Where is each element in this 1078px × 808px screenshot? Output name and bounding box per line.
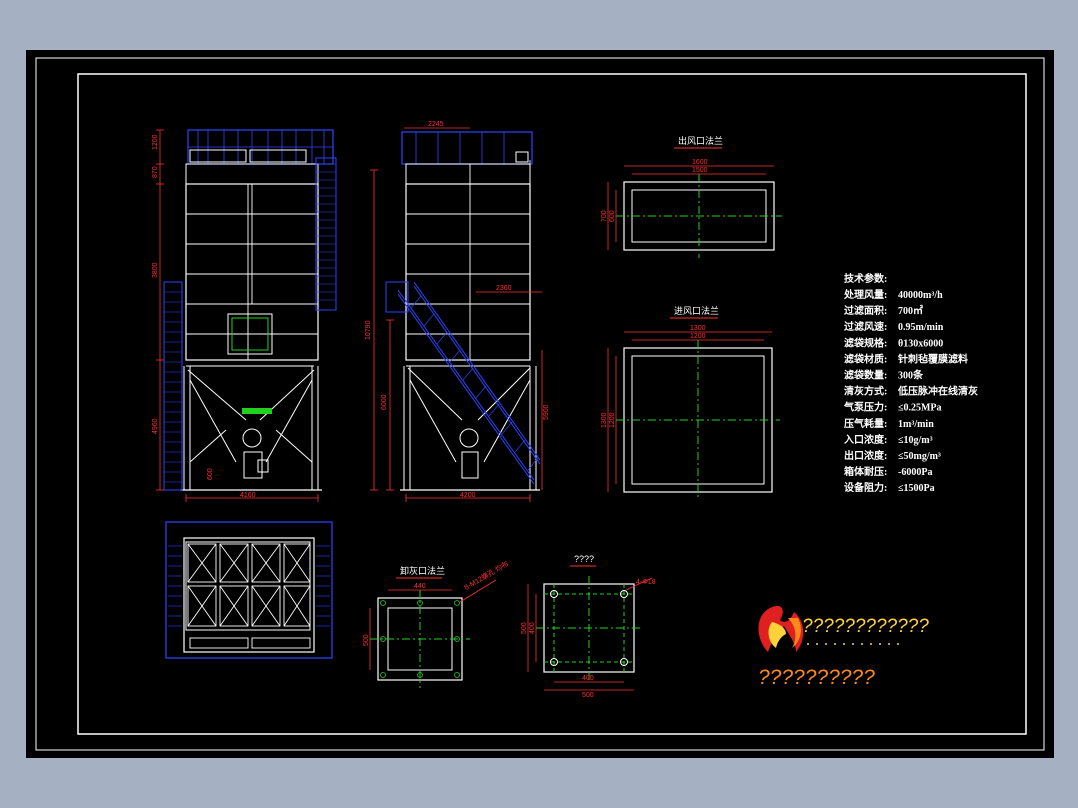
front-elevation: 1200 870 3800 4960 600 4160 — [152, 129, 337, 502]
inlet-flange-title: 进风口法兰 — [674, 305, 719, 316]
plan-view — [165, 521, 333, 659]
dim-front-outlet: 600 — [207, 468, 214, 480]
spec-label: 入口浓度: — [844, 433, 887, 446]
spec-label: 滤袋材质: — [844, 352, 887, 365]
dim-front-top2: 870 — [152, 166, 159, 178]
spec-label: 过滤面积: — [844, 304, 887, 317]
spec-label: 滤袋数量: — [844, 369, 887, 382]
dim-inlet-w2: 1200 — [690, 333, 706, 340]
spec-value: ≤50mg/m³ — [898, 451, 941, 462]
cad-drawing: 1200 870 3800 4960 600 4160 — [35, 57, 1045, 751]
dim-outlet-w1: 1600 — [692, 159, 708, 166]
spec-value: 低压脉冲在线清灰 — [897, 385, 978, 398]
outer-frame — [35, 57, 1045, 751]
dim-inlet-w1: 1300 — [690, 325, 706, 332]
spec-value: 40000m³/h — [898, 290, 943, 301]
dim-front-width: 4160 — [240, 492, 256, 499]
ash-flange-view: 卸灰口法兰 440 500 8-M12螺孔 均布 — [363, 559, 510, 688]
dim-plate-h1: 500 — [521, 622, 528, 634]
inlet-flange-view: 进风口法兰 1300 1200 1300 1200 — [601, 305, 780, 500]
plate-view: ???? 4-Φ18 500 400 400 500 — [521, 554, 656, 699]
dim-outlet-w2: 1500 — [692, 167, 708, 174]
spec-label: 设备阻力: — [844, 481, 887, 494]
dim-side-right: 5900 — [543, 404, 550, 420]
dim-front-low: 4960 — [152, 418, 159, 434]
spec-value: θ130x6000 — [898, 338, 943, 349]
spec-value: 针刺毡覆膜滤料 — [898, 352, 968, 365]
spec-value: ≤10g/m³ — [898, 435, 933, 446]
spec-label: 滤袋规格: — [844, 336, 887, 349]
logo-line2: ?????????? — [758, 666, 875, 689]
dim-side-total: 10790 — [365, 320, 372, 340]
spec-label: 气泵压力: — [843, 401, 887, 414]
dim-side-top: 2245 — [428, 121, 444, 128]
spec-label: 过滤风速: — [844, 320, 887, 333]
dim-outlet-h2: 600 — [609, 210, 616, 222]
spec-value: 700㎡ — [898, 304, 923, 317]
spec-label: 清灰方式: — [844, 385, 887, 398]
dim-front-mid: 3800 — [152, 262, 159, 278]
dim-side-stair: 2360 — [496, 285, 512, 292]
dim-plate-w1: 400 — [582, 675, 594, 682]
dim-inlet-h2: 1200 — [609, 412, 616, 428]
dim-ash-w: 440 — [414, 583, 426, 590]
logo-line1: ???????????? — [802, 616, 929, 637]
outlet-flange-view: 出风口法兰 1600 1500 700 600 — [601, 135, 782, 258]
spec-value: ≤0.25MPa — [898, 403, 942, 414]
dim-plate-w2: 500 — [582, 692, 594, 699]
spec-value: 300条 — [898, 369, 924, 382]
dim-plate-hole: 4-Φ18 — [636, 579, 656, 586]
dim-plate-h2: 400 — [529, 622, 536, 634]
spec-value: 0.95m/min — [898, 322, 944, 333]
inner-frame — [77, 73, 1027, 735]
dim-outlet-h1: 700 — [601, 210, 608, 222]
spec-heading: 技术参数: — [844, 272, 887, 285]
spec-value: ≤1500Pa — [898, 483, 935, 494]
dim-side-width: 4200 — [460, 492, 476, 499]
spec-value: -6000Pa — [898, 467, 932, 478]
ash-flange-title: 卸灰口法兰 — [400, 565, 445, 576]
side-elevation: 2245 10790 6000 2360 5900 4200 — [365, 121, 550, 502]
flame-logo-icon — [758, 605, 804, 652]
spec-label: 箱体耐压: — [844, 465, 887, 478]
dim-ash-note: 8-M12螺孔 均布 — [463, 559, 511, 592]
spec-label: 处理风量: — [843, 288, 887, 301]
dim-inlet-h1: 1300 — [601, 412, 608, 428]
outlet-flange-title: 出风口法兰 — [678, 135, 723, 146]
plate-title: ???? — [574, 554, 594, 564]
spec-label: 出口浓度: — [844, 449, 887, 462]
spec-value: 1m³/min — [898, 419, 934, 430]
spec-label: 压气耗量: — [844, 417, 887, 430]
dim-front-top1: 1200 — [152, 134, 159, 150]
drawing-sheet: 1200 870 3800 4960 600 4160 — [26, 50, 1054, 758]
logo: ???????????? ?????????? — [758, 605, 929, 689]
dim-ash-h: 500 — [363, 634, 370, 646]
dim-side-mid: 6000 — [381, 394, 388, 410]
